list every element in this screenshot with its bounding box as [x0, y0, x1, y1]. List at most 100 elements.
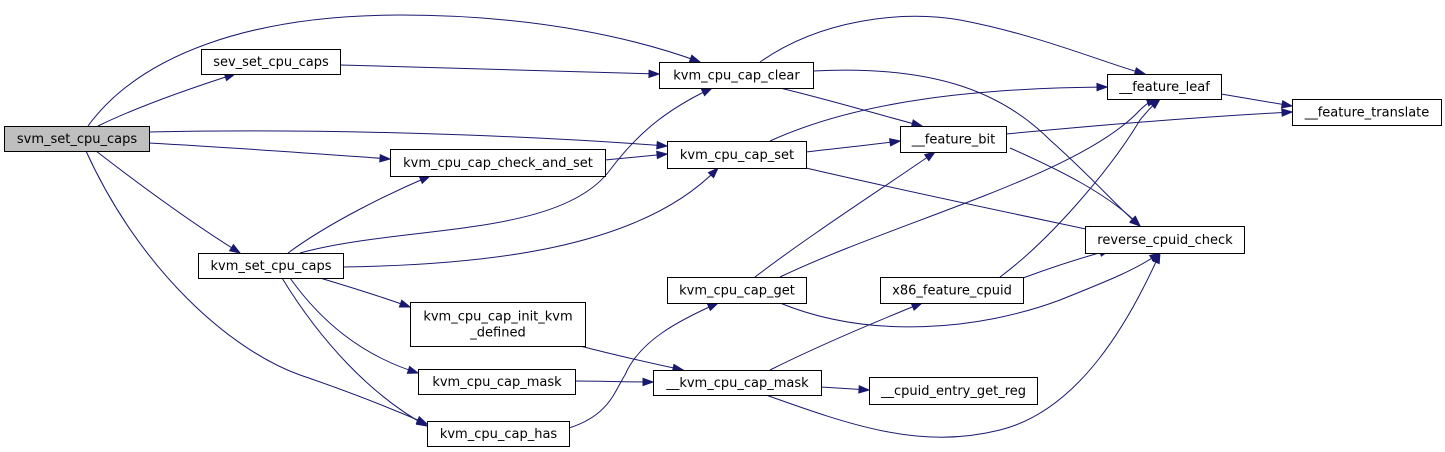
- arrowhead-icon: [1096, 82, 1109, 92]
- node-kvm-cpu-cap-has[interactable]: kvm_cpu_cap_has: [427, 421, 570, 447]
- arrowhead-icon: [1149, 98, 1162, 110]
- node-box: [418, 369, 576, 395]
- edge-line: [287, 175, 431, 254]
- edge-x86-feature-cpuid-to-feature-leaf: [999, 98, 1162, 278]
- node-kvm-cpu-cap-mask[interactable]: __kvm_cpu_cap_mask: [653, 370, 822, 396]
- edge-kvm-set-cpu-caps-to-kvm-cpu-cap-mask: [289, 277, 420, 374]
- node-box: [198, 253, 344, 279]
- edge-line: [759, 15, 1146, 75]
- node-box: [653, 370, 822, 396]
- arrowhead-icon: [700, 87, 714, 97]
- node-kvm-set-cpu-caps[interactable]: kvm_set_cpu_caps: [198, 253, 344, 279]
- node-label: kvm_cpu_cap_has: [440, 427, 558, 442]
- node-label: __cpuid_entry_get_reg: [880, 384, 1026, 399]
- arrowhead-icon: [1133, 67, 1147, 76]
- node-kvm-cpu-cap-get[interactable]: kvm_cpu_cap_get: [667, 277, 807, 304]
- arrowhead-icon: [923, 151, 937, 162]
- arrowhead-icon: [415, 417, 429, 427]
- node-box: [201, 49, 341, 75]
- arrowhead-icon: [707, 166, 720, 179]
- node-feature-bit[interactable]: __feature_bit: [900, 126, 1007, 153]
- arrowhead-icon: [379, 153, 392, 163]
- edge-line: [769, 86, 1108, 142]
- node-feature-leaf[interactable]: __feature_leaf: [1107, 74, 1222, 100]
- arrowhead-icon: [1281, 108, 1294, 117]
- node-kvm-cpu-cap-init-kvm-defined[interactable]: kvm_cpu_cap_init_kvm_defined: [410, 302, 586, 347]
- node-box: [390, 149, 606, 177]
- arrowhead-icon: [648, 69, 661, 79]
- arrowhead-icon: [706, 302, 720, 312]
- arrowhead-icon: [642, 377, 655, 387]
- edge-kvm-set-cpu-caps-to-kvm-cpu-cap-init-kvm-defined: [319, 277, 412, 308]
- nodes-layer: svm_set_cpu_caps sev_set_cpu_caps kvm_set_…: [4, 49, 1442, 447]
- edge-svm-set-cpu-caps-to-kvm-cpu-cap-check-and-set: [148, 142, 392, 163]
- edge-line: [805, 167, 1101, 233]
- node-label: __feature_bit: [911, 133, 995, 148]
- node-cpuid-entry-get-reg[interactable]: __cpuid_entry_get_reg: [869, 377, 1038, 405]
- edge-kvm-cpu-cap-set-to-feature-leaf: [769, 82, 1109, 142]
- edge-line: [779, 252, 1161, 328]
- arrowhead-icon: [656, 140, 669, 150]
- node-box: [1107, 74, 1222, 100]
- node-label: svm_set_cpu_caps: [17, 132, 138, 147]
- arrowhead-icon: [228, 243, 242, 254]
- node-x86-feature-cpuid[interactable]: x86_feature_cpuid: [880, 277, 1024, 304]
- arrowhead-icon: [1280, 100, 1294, 109]
- edge-line: [574, 380, 654, 383]
- node-box: [900, 126, 1007, 153]
- edge-line: [289, 277, 419, 374]
- edge-line: [754, 151, 936, 278]
- node-label: kvm_cpu_cap_init_kvm: [423, 310, 572, 325]
- node-sev-set-cpu-caps[interactable]: sev_set_cpu_caps: [201, 49, 341, 75]
- node-box: [410, 302, 586, 347]
- edge-kvm-set-cpu-caps-to-kvm-cpu-cap-has: [281, 277, 429, 427]
- edge-kvm-cpu-cap-set-to-feature-bit: [805, 138, 902, 153]
- node-box: [880, 277, 1024, 304]
- node-box: [4, 126, 150, 152]
- edge-line: [281, 277, 428, 427]
- node-label: x86_feature_cpuid: [892, 284, 1012, 299]
- edge-feature-bit-to-reverse-cpuid-check: [1009, 147, 1142, 228]
- edge-svm-set-cpu-caps-to-kvm-set-cpu-caps: [95, 150, 242, 254]
- arrowhead-icon: [1129, 215, 1142, 228]
- node-box: [1085, 226, 1245, 254]
- edge-svm-set-cpu-caps-to-kvm-cpu-cap-has: [85, 150, 429, 425]
- arrowhead-icon: [858, 385, 871, 394]
- node-label: kvm_set_cpu_caps: [210, 259, 331, 274]
- node-label: sev_set_cpu_caps: [213, 55, 329, 70]
- node-kvm-cpu-cap-mask[interactable]: kvm_cpu_cap_mask: [418, 369, 576, 395]
- edge-line: [812, 69, 1141, 227]
- edge-kvm-cpu-cap-check-and-set-to-kvm-cpu-cap-set: [604, 150, 669, 161]
- node-feature-translate[interactable]: __feature_translate: [1292, 99, 1442, 126]
- edge-line: [95, 150, 241, 254]
- edge-feature-bit-to-feature-translate: [1005, 108, 1294, 135]
- edge-kvm-cpu-cap-mask-to-reverse-cpuid-check: [765, 251, 1161, 438]
- edge-line: [339, 64, 660, 75]
- node-label: kvm_cpu_cap_clear: [673, 69, 800, 84]
- edge-line: [299, 87, 713, 254]
- edge-line: [779, 87, 923, 127]
- node-kvm-cpu-cap-check-and-set[interactable]: kvm_cpu_cap_check_and_set: [390, 149, 606, 177]
- node-kvm-cpu-cap-clear[interactable]: kvm_cpu_cap_clear: [659, 62, 814, 89]
- edge-kvm-set-cpu-caps-to-kvm-cpu-cap-check-and-set: [287, 175, 432, 254]
- node-kvm-cpu-cap-set[interactable]: kvm_cpu_cap_set: [667, 141, 807, 169]
- edge-kvm-cpu-cap-clear-to-feature-leaf: [759, 15, 1147, 76]
- arrowhead-icon: [688, 54, 702, 63]
- node-label: _defined: [469, 326, 525, 341]
- edge-line: [85, 150, 428, 425]
- edge-svm-set-cpu-caps-to-kvm-cpu-cap-clear: [87, 14, 702, 127]
- node-reverse-cpuid-check[interactable]: reverse_cpuid_check: [1085, 226, 1245, 254]
- arrowhead-icon: [398, 299, 412, 308]
- node-label: __kvm_cpu_cap_mask: [665, 376, 809, 391]
- edge-line: [148, 142, 391, 160]
- node-box: [667, 277, 807, 304]
- arrowhead-icon: [889, 138, 902, 147]
- arrowhead-icon: [910, 119, 924, 128]
- node-svm-set-cpu-caps: svm_set_cpu_caps: [4, 126, 150, 152]
- edge-feature-leaf-to-feature-translate: [1220, 93, 1294, 109]
- node-box: [427, 421, 570, 447]
- edge-line: [1022, 249, 1111, 279]
- edge-kvm-cpu-cap-get-to-feature-bit: [754, 151, 937, 278]
- edge-kvm-cpu-cap-mask-to-kvm-cpu-cap-mask: [574, 377, 655, 387]
